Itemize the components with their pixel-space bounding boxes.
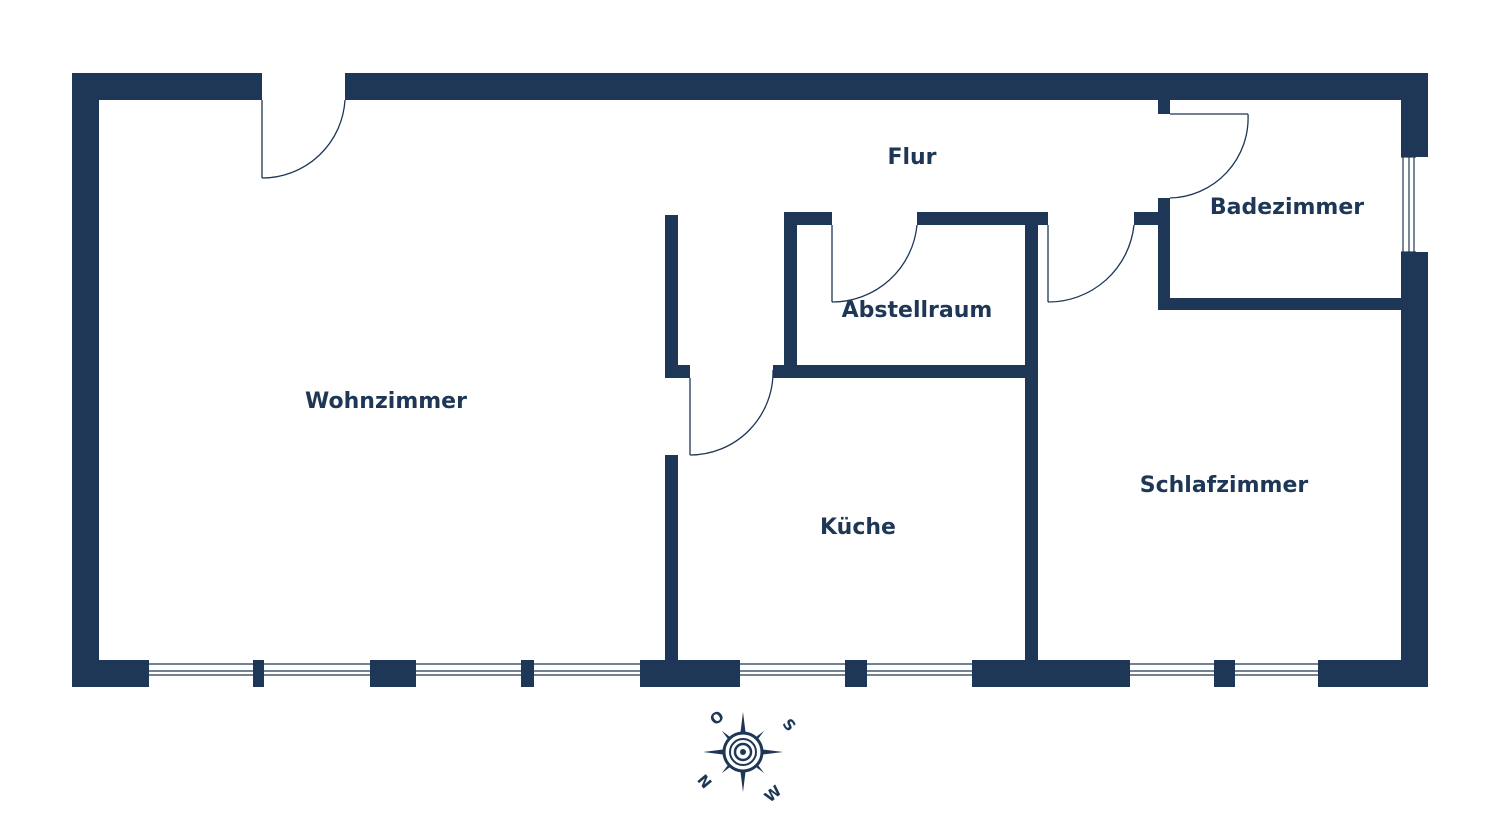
wall-bath-left-stub bbox=[1134, 212, 1158, 225]
windows bbox=[149, 156, 1416, 687]
wall-bath-bottom bbox=[1158, 298, 1401, 310]
room-label-badezimmer: Badezimmer bbox=[1210, 195, 1364, 220]
wall-bath-left bbox=[1158, 198, 1170, 310]
wall-bottom-seg bbox=[253, 660, 264, 687]
room-label-schlafzimmer: Schlafzimmer bbox=[1140, 473, 1309, 498]
doors bbox=[261, 99, 1249, 456]
window bbox=[1130, 660, 1214, 687]
compass-west-label: W bbox=[761, 781, 786, 806]
wall-kitchen-top bbox=[773, 365, 1038, 378]
room-label-flur: Flur bbox=[887, 145, 936, 170]
wall-right-upper bbox=[1401, 73, 1428, 157]
window bbox=[740, 660, 845, 687]
room-label-kueche: Küche bbox=[820, 515, 896, 540]
compass-north-label: N bbox=[694, 770, 716, 791]
wall-bottom-seg bbox=[845, 660, 867, 687]
window bbox=[867, 660, 972, 687]
wall-top-left bbox=[72, 73, 262, 100]
wall-right-lower bbox=[1401, 252, 1428, 687]
door-entrance bbox=[261, 99, 346, 179]
window bbox=[416, 660, 521, 687]
window bbox=[534, 660, 640, 687]
wall-top-main bbox=[345, 73, 1428, 100]
wall-living-partition-upper bbox=[665, 215, 678, 365]
window-bathroom bbox=[1401, 156, 1416, 253]
door-bathroom bbox=[1169, 113, 1249, 199]
wall-bottom-seg bbox=[1318, 660, 1428, 687]
interior-walls bbox=[665, 100, 1401, 660]
wall-bottom-seg bbox=[370, 660, 416, 687]
wall-living-partition-stub bbox=[665, 365, 690, 378]
room-label-abstellraum: Abstellraum bbox=[842, 298, 993, 323]
window bbox=[264, 660, 370, 687]
compass-south-label: S bbox=[779, 715, 800, 735]
wall-bottom-seg bbox=[972, 660, 1130, 687]
wall-bath-top-stub bbox=[1158, 100, 1170, 114]
door-storage bbox=[831, 224, 918, 303]
wall-living-partition-lower bbox=[665, 455, 678, 660]
wall-storage-top-right bbox=[917, 212, 1048, 225]
window bbox=[1235, 660, 1318, 687]
wall-bottom-seg bbox=[72, 660, 149, 687]
wall-storage-left bbox=[784, 212, 797, 365]
wall-left bbox=[72, 73, 99, 687]
room-label-wohnzimmer: Wohnzimmer bbox=[305, 389, 467, 414]
wall-bottom-seg bbox=[521, 660, 534, 687]
window bbox=[149, 660, 253, 687]
wall-bottom-seg bbox=[1214, 660, 1235, 687]
compass-icon: O S N W bbox=[694, 707, 799, 806]
compass-east-label: O bbox=[706, 707, 727, 729]
door-bedroom bbox=[1047, 224, 1135, 303]
outer-walls bbox=[72, 73, 1428, 687]
door-kitchen bbox=[689, 369, 774, 456]
wall-bottom-seg bbox=[640, 660, 740, 687]
wall-kitchen-bedroom bbox=[1025, 212, 1038, 660]
